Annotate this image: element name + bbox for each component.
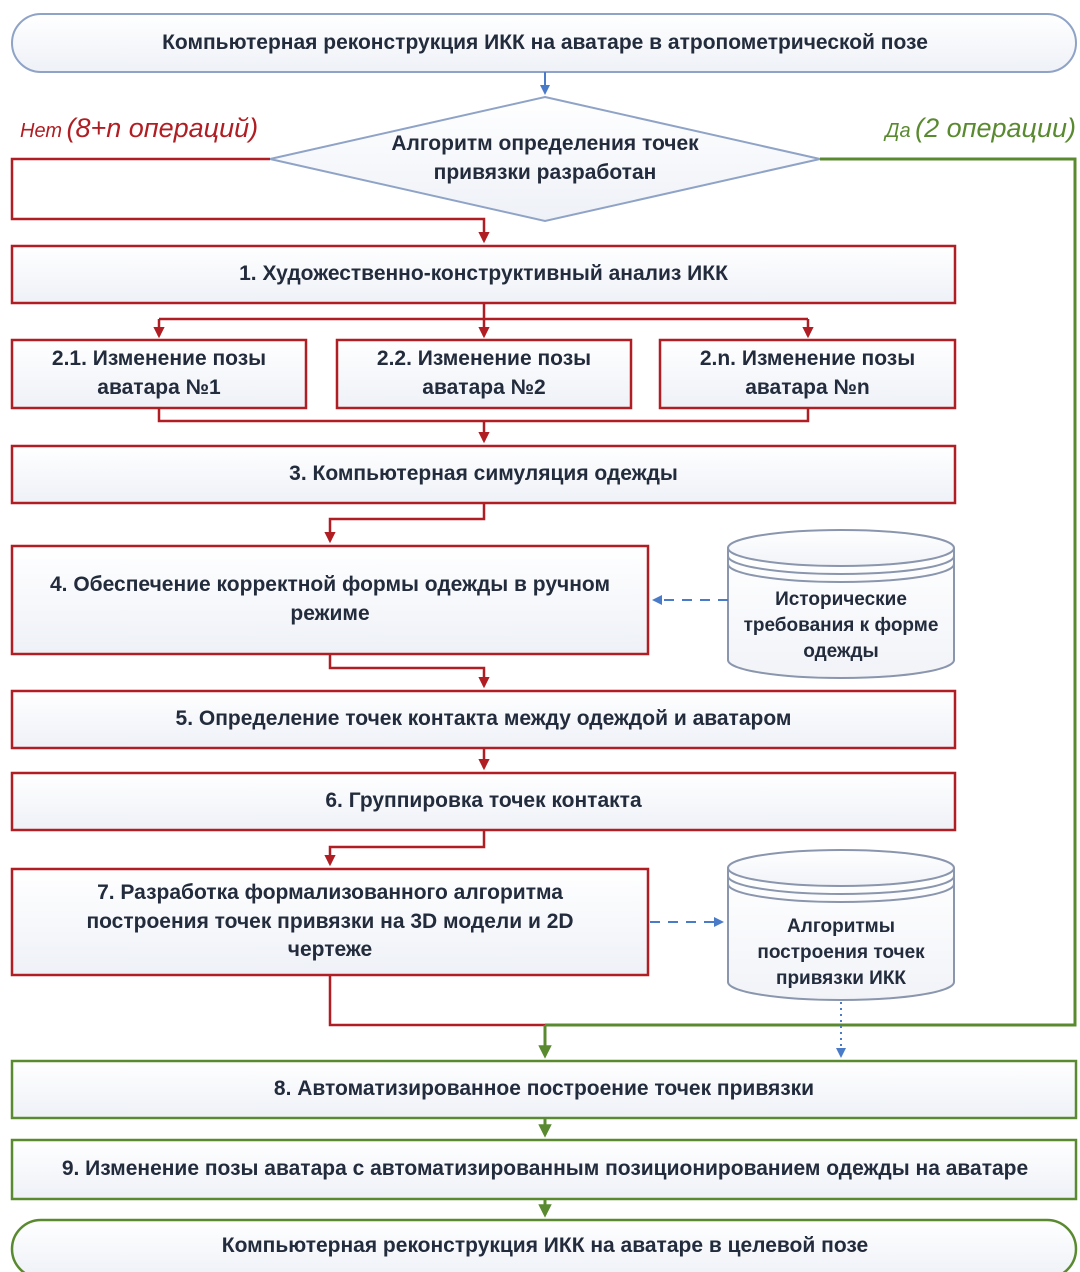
- branch-yes-label: Да (2 операции): [885, 113, 1076, 144]
- step-1-label: 1. Художественно-конструктивный анализ И…: [239, 262, 728, 286]
- step-2-n-label: 2.n. Изменение позы аватара №n: [699, 347, 916, 399]
- arrow-yes-branch: [545, 157, 1077, 1027]
- step-2-2-box: [335, 338, 633, 410]
- branch-no-word: Нет: [20, 120, 63, 142]
- step-2-2-label: 2.2. Изменение позы аватара №2: [376, 347, 592, 399]
- end-terminator: [10, 1218, 1078, 1272]
- decision-label: Алгоритм определения точек привязки разр…: [391, 132, 699, 184]
- arrow-no-branch: [10, 157, 490, 244]
- step-8-box: [10, 1059, 1078, 1120]
- step-3-label: 3. Компьютерная симуляция одежды: [289, 462, 678, 486]
- arrow-4-to-5: [328, 654, 490, 689]
- arrow-merge-bar: [157, 408, 810, 423]
- step-4-label: 4. Обеспечение корректной формы одежды в…: [50, 573, 610, 625]
- step-6-label: 6. Группировка точек контакта: [325, 789, 642, 813]
- step-2-n-box: [658, 338, 957, 410]
- branch-no-ops: (8+n операций): [66, 113, 259, 143]
- branch-no-label: Нет (8+n операций): [20, 113, 258, 144]
- step-7-label: 7. Разработка формализованного алгоритма…: [86, 880, 574, 962]
- arrow-3-to-4: [324, 503, 486, 544]
- arrow-7-to-8: [328, 975, 545, 1027]
- database-2-cylinder: [727, 849, 955, 1001]
- step-8-label: 8. Автоматизированное построение точек п…: [273, 1077, 815, 1101]
- step-9-box: [10, 1138, 1078, 1201]
- step-6-box: [10, 771, 957, 832]
- step-3-box: [10, 444, 957, 505]
- step-7-box: [10, 867, 650, 977]
- decision-diamond: [269, 95, 821, 223]
- branch-yes-ops: (2 операции): [915, 113, 1076, 143]
- database-1-label: Исторические требования к форме одежды: [743, 588, 939, 663]
- database-2-label: Алгоритмы построения точек привязки ИКК: [757, 915, 925, 990]
- end-label: Компьютерная реконструкция ИКК на аватар…: [221, 1233, 869, 1257]
- database-1-cylinder: [727, 529, 955, 679]
- step-4-box: [10, 544, 650, 656]
- step-5-box: [10, 689, 957, 750]
- start-label: Компьютерная реконструкция ИКК на аватар…: [162, 30, 928, 54]
- branch-yes-word: Да: [885, 120, 911, 142]
- step-9-label: 9. Изменение позы аватара с автоматизиро…: [61, 1157, 1029, 1181]
- arrow-6-to-7: [324, 830, 486, 867]
- step-5-label: 5. Определение точек контакта между одеж…: [175, 707, 792, 731]
- step-2-1-box: [10, 338, 308, 410]
- step-2-1-label: 2.1. Изменение позы аватара №1: [51, 347, 267, 399]
